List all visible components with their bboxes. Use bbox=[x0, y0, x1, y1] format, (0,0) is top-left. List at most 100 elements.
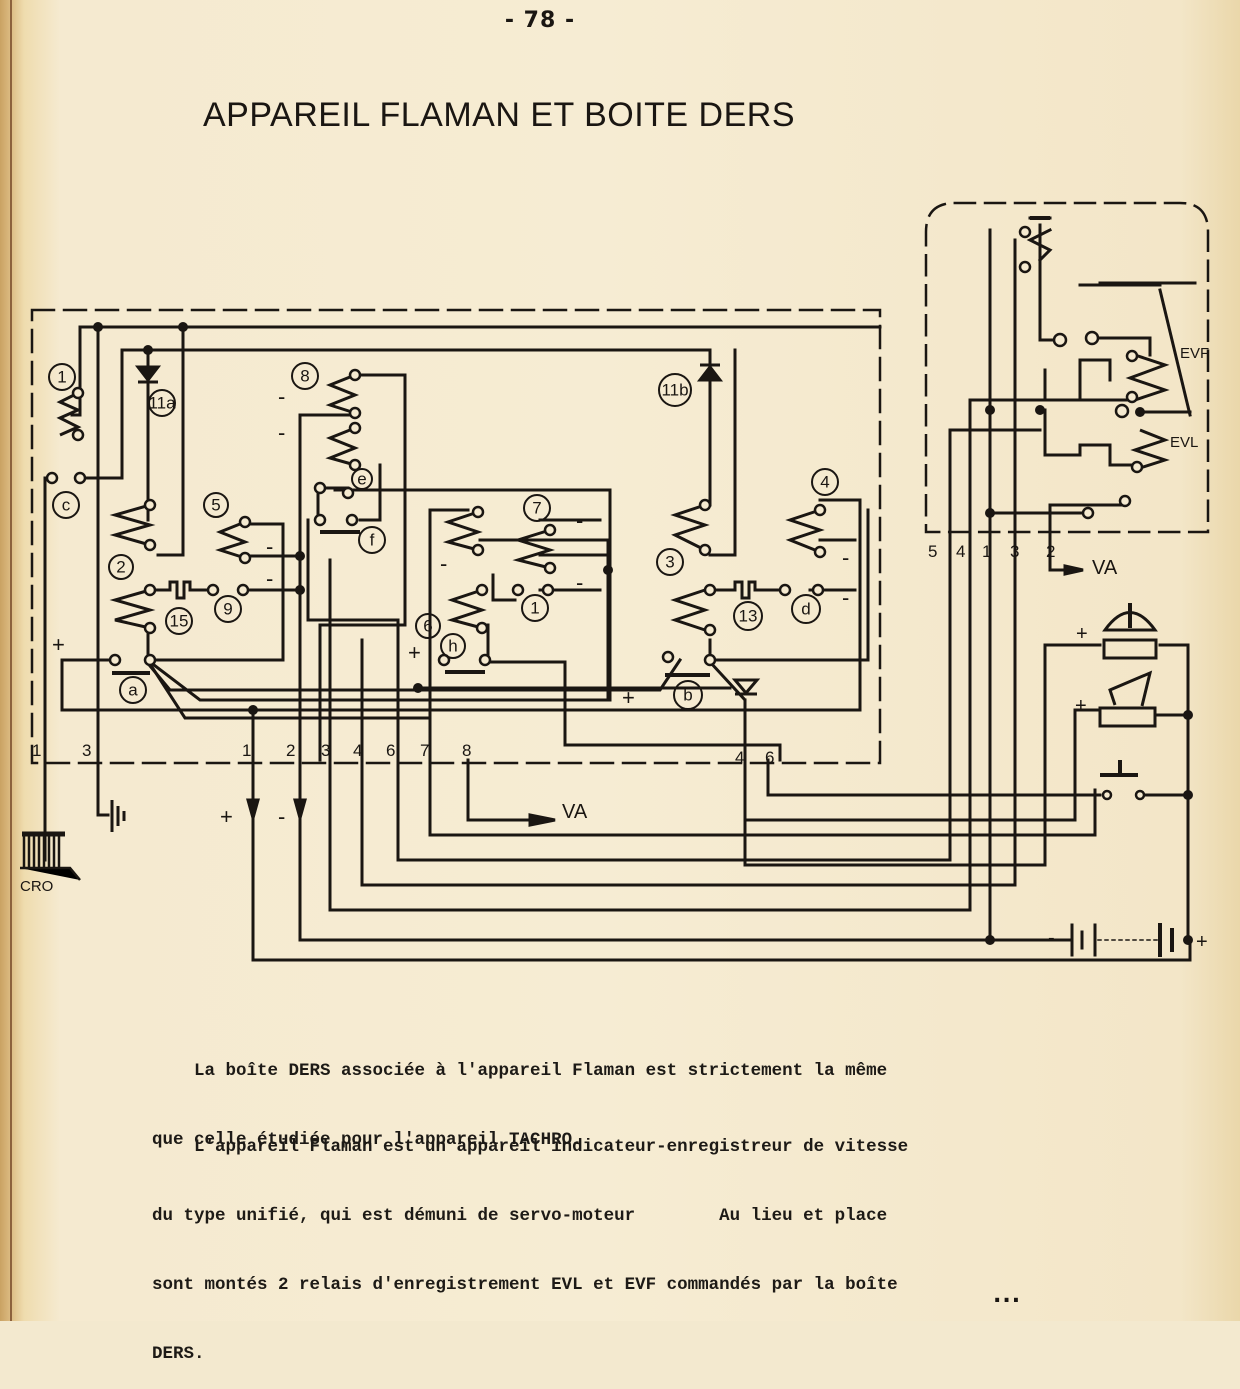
coil-relay-2b bbox=[109, 588, 156, 630]
label-diode-11b: 11b bbox=[661, 381, 688, 400]
diode-11b bbox=[696, 364, 724, 382]
label-contact-1: 1 bbox=[530, 599, 539, 618]
label-relay-1: 1 bbox=[57, 368, 66, 387]
wire bbox=[708, 348, 737, 557]
label-relay-6: 6 bbox=[423, 617, 432, 636]
minus-sign: - bbox=[842, 545, 849, 570]
minus-arrow-icon bbox=[293, 798, 307, 824]
wire bbox=[148, 522, 285, 662]
coil-relay-8a bbox=[325, 373, 360, 415]
cro-icon bbox=[20, 831, 81, 881]
page-binding-edge bbox=[10, 0, 12, 1321]
flaman-box-boundary bbox=[924, 201, 1210, 534]
wire bbox=[1158, 288, 1192, 417]
wire bbox=[1038, 223, 1062, 342]
wire bbox=[318, 373, 407, 762]
wire bbox=[358, 463, 382, 522]
wire bbox=[1073, 708, 1190, 717]
box-terminal-r6: 6 bbox=[765, 748, 774, 767]
box-terminal-3: 3 bbox=[82, 741, 91, 760]
label-evl: EVL bbox=[1170, 434, 1198, 451]
terminal-5: 5 bbox=[928, 542, 937, 561]
diode-bottom bbox=[731, 678, 761, 696]
text-line: DERS. bbox=[152, 1344, 205, 1364]
battery-cell bbox=[1158, 923, 1174, 957]
label-resistor-13: 13 bbox=[739, 607, 758, 626]
label-relay-5: 5 bbox=[211, 496, 220, 515]
label-va-right: VA bbox=[1092, 557, 1118, 579]
page-title: APPAREIL FLAMAN ET BOITE DERS bbox=[203, 96, 796, 134]
resistor-13 bbox=[730, 580, 762, 600]
wire bbox=[1026, 227, 1053, 263]
wire bbox=[60, 498, 862, 712]
wire bbox=[486, 660, 782, 762]
coil-relay-8b bbox=[325, 426, 360, 467]
paragraph-1: La boîte DERS associée à l'appareil Flam… bbox=[152, 1014, 887, 1175]
wire bbox=[708, 508, 870, 662]
coil-relay-7 bbox=[512, 528, 556, 570]
wire bbox=[743, 643, 1102, 867]
wire bbox=[156, 325, 185, 557]
wire bbox=[251, 938, 1192, 962]
coils bbox=[56, 353, 1170, 632]
plus-arrow-icon bbox=[246, 798, 260, 824]
wire bbox=[396, 428, 1042, 862]
wire bbox=[78, 348, 124, 480]
plus-sign: + bbox=[220, 804, 233, 829]
label-relay-2: 2 bbox=[116, 558, 125, 577]
lamp-base bbox=[1102, 638, 1158, 660]
terminals bbox=[45, 225, 1146, 801]
box-terminal-b6: 6 bbox=[386, 741, 395, 760]
plus-sign: + bbox=[52, 632, 65, 657]
minus-sign: - bbox=[576, 508, 583, 533]
label-cro: CRO bbox=[20, 878, 53, 895]
minus-sign: - bbox=[1048, 927, 1055, 949]
terminal-1: 1 bbox=[982, 542, 991, 561]
paragraph-2: L'appareil Flaman est un appareil indica… bbox=[152, 1090, 908, 1389]
wire bbox=[466, 758, 542, 822]
minus-sign: - bbox=[576, 570, 583, 595]
minus-sign: - bbox=[440, 551, 447, 576]
wire bbox=[766, 758, 1102, 797]
label-evf: EVF bbox=[1180, 345, 1209, 362]
wire bbox=[147, 488, 612, 702]
wire bbox=[491, 573, 517, 602]
minus-sign: - bbox=[842, 585, 849, 610]
label-relay-8: 8 bbox=[300, 367, 309, 386]
wiring-diagram: 1 c 11a 2 15 5 9 a 8 e f 6 h 7 1 11b 3 1… bbox=[20, 201, 1210, 962]
coil-evl bbox=[1130, 428, 1170, 470]
coil-evf bbox=[1125, 353, 1170, 402]
terminal-2: 2 bbox=[1046, 542, 1055, 561]
box-terminal-b4: 4 bbox=[353, 741, 362, 760]
label-contact-d: d bbox=[801, 600, 810, 619]
terminal-3: 3 bbox=[1010, 542, 1019, 561]
text-line: La boîte DERS associée à l'appareil Flam… bbox=[152, 1061, 888, 1081]
label-contact-a: a bbox=[128, 681, 138, 700]
text-line: que celle étudiée pour l'appareil TACHRO… bbox=[152, 1130, 583, 1150]
box-terminal-r4: 4 bbox=[735, 748, 744, 767]
label-contact-c: c bbox=[62, 496, 71, 515]
text-line: sont montés 2 relais d'enregistrement EV… bbox=[152, 1275, 898, 1295]
minus-sign: - bbox=[278, 804, 285, 829]
ders-box-boundary bbox=[30, 308, 882, 765]
plus-sign: + bbox=[1076, 623, 1088, 645]
va-arrow-icon bbox=[528, 813, 556, 827]
wire bbox=[96, 325, 110, 817]
wire bbox=[743, 708, 1102, 822]
coil-relay-2 bbox=[109, 503, 156, 547]
label-va-bottom: VA bbox=[562, 801, 588, 823]
box-terminal-b3: 3 bbox=[321, 741, 330, 760]
plus-sign: + bbox=[408, 640, 421, 665]
wire bbox=[306, 518, 400, 762]
wire bbox=[360, 238, 1017, 887]
coil-relay-3b bbox=[670, 588, 710, 632]
continuation-mark: ... bbox=[993, 1283, 1022, 1308]
label-relay-7: 7 bbox=[532, 499, 541, 518]
label-relay-4: 4 bbox=[820, 473, 829, 492]
coil-relay-6b bbox=[446, 588, 487, 630]
label-contact-e: e bbox=[357, 470, 366, 489]
label-contact-h: h bbox=[448, 637, 457, 656]
lamp-dome bbox=[1102, 611, 1158, 632]
minus-sign: - bbox=[266, 566, 273, 591]
wire bbox=[1078, 281, 1197, 287]
